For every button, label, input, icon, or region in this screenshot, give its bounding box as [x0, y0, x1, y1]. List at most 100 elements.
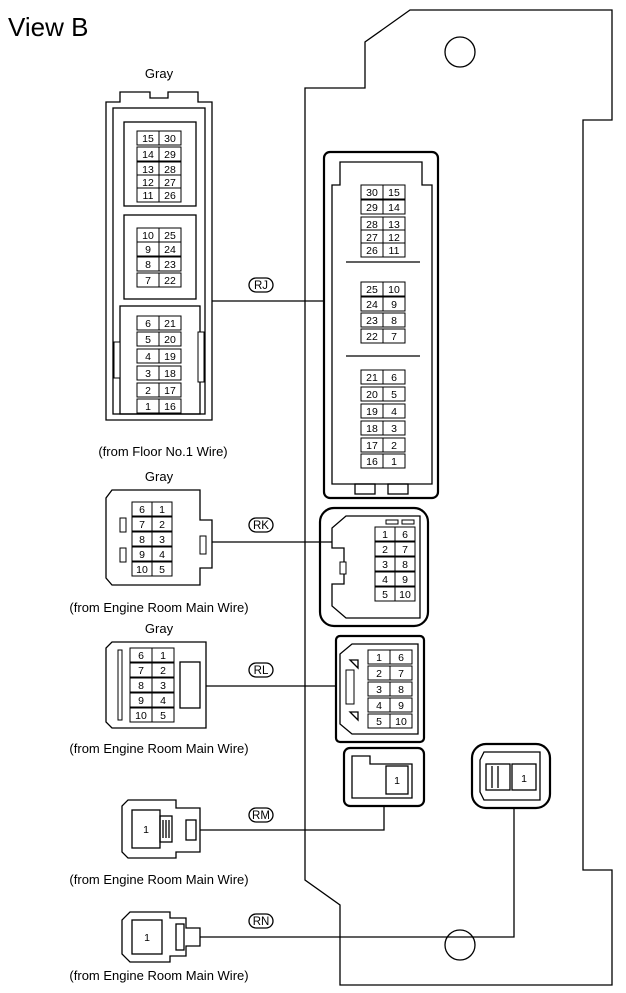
- pin-number: 10: [142, 230, 154, 242]
- pin-number: 2: [391, 440, 397, 452]
- pin-cell: [158, 130, 182, 146]
- pin-cell: [158, 365, 182, 381]
- pin-cell: [382, 420, 406, 436]
- pin-number: 12: [142, 177, 154, 189]
- pin-number: 1: [145, 401, 151, 413]
- pin-number: 8: [391, 315, 397, 327]
- connector-rm-harness-side: 1 (from Engine Room Main Wire): [69, 799, 249, 887]
- rn-tag: RN: [253, 916, 270, 928]
- pin-number: 1: [160, 650, 166, 662]
- pin-number: 8: [398, 684, 404, 696]
- pin-cell: [389, 697, 413, 713]
- pin-number: 13: [388, 219, 400, 231]
- pin-cell: [382, 184, 406, 200]
- pin-cell: [382, 386, 406, 402]
- pin-number: 7: [391, 331, 397, 343]
- pin-number: 19: [366, 406, 378, 418]
- pin-number: 16: [164, 401, 176, 413]
- pin-number: 17: [366, 440, 378, 452]
- pin-cell: [158, 331, 182, 347]
- pin-number: 3: [391, 423, 397, 435]
- pin-number: 2: [159, 519, 165, 531]
- pin-cell: [382, 242, 406, 258]
- pin-number: 7: [402, 544, 408, 556]
- pin-cell: [382, 403, 406, 419]
- pin-number: 12: [388, 232, 400, 244]
- rl-color-label: Gray: [145, 621, 174, 636]
- pin-number: 4: [160, 695, 166, 707]
- pin-number: 4: [382, 574, 388, 586]
- pin-cell: [394, 571, 416, 587]
- pin-number: 26: [366, 245, 378, 257]
- pin-number: 5: [159, 564, 165, 576]
- pin-number: 10: [388, 284, 400, 296]
- pin-number: 5: [376, 716, 382, 728]
- pin-number: 5: [145, 334, 151, 346]
- pin-number: 15: [142, 133, 154, 145]
- rk-tag: RK: [253, 520, 269, 532]
- pin-cell: [158, 348, 182, 364]
- pin-number: 1: [376, 652, 382, 664]
- pin-number: 2: [376, 668, 382, 680]
- pin-number: 7: [139, 519, 145, 531]
- pin-cell: [151, 516, 173, 532]
- rl-callout: RL: [206, 662, 336, 687]
- rn-source-label: (from Engine Room Main Wire): [69, 968, 248, 983]
- pin-cell: [151, 531, 173, 547]
- rj-tag: RJ: [254, 280, 268, 292]
- pin-number: 28: [164, 164, 176, 176]
- pin-number: 10: [135, 710, 147, 722]
- pin-number: 29: [164, 149, 176, 161]
- pin-cell: [394, 556, 416, 572]
- rm-callout: RM: [200, 806, 385, 831]
- mounting-hole-top: [444, 36, 476, 68]
- pin-number: 9: [138, 695, 144, 707]
- pin-cell: [158, 187, 182, 203]
- pin-number: 11: [389, 245, 400, 257]
- pin-cell: [158, 398, 182, 414]
- rj-source-label: (from Floor No.1 Wire): [98, 444, 227, 459]
- pin-number: 3: [145, 368, 151, 380]
- junction-block-body: [304, 9, 613, 986]
- pin-cell: [158, 382, 182, 398]
- pin-cell: [382, 453, 406, 469]
- pin-cell: [151, 561, 173, 577]
- pin-number: 22: [164, 275, 176, 287]
- rk-color-label: Gray: [145, 469, 174, 484]
- pin-number: 24: [164, 244, 176, 256]
- rm-left-pin-1: 1: [143, 824, 149, 836]
- pin-cell: [382, 296, 406, 312]
- pin-number: 8: [138, 680, 144, 692]
- pin-number: 30: [164, 133, 176, 145]
- pin-number: 6: [138, 650, 144, 662]
- pin-number: 9: [398, 700, 404, 712]
- connector-rn-block-side: 1: [470, 742, 552, 810]
- pin-number: 6: [398, 652, 404, 664]
- pin-number: 9: [391, 299, 397, 311]
- pin-number: 5: [391, 389, 397, 401]
- pin-number: 3: [160, 680, 166, 692]
- pin-number: 23: [366, 315, 378, 327]
- pin-number: 21: [366, 372, 378, 384]
- pin-number: 4: [376, 700, 382, 712]
- pin-number: 23: [164, 259, 176, 271]
- pin-cell: [151, 647, 175, 663]
- rn-callout: RN: [200, 808, 515, 938]
- pin-cell: [382, 199, 406, 215]
- pin-cell: [158, 315, 182, 331]
- pin-cell: [158, 146, 182, 162]
- pin-number: 25: [366, 284, 378, 296]
- connector-rm-block-side: 1: [342, 746, 426, 808]
- pin-cell: [394, 526, 416, 542]
- pin-cell: [389, 681, 413, 697]
- pin-number: 4: [391, 406, 397, 418]
- rl-tag: RL: [254, 665, 269, 677]
- pin-cell: [382, 437, 406, 453]
